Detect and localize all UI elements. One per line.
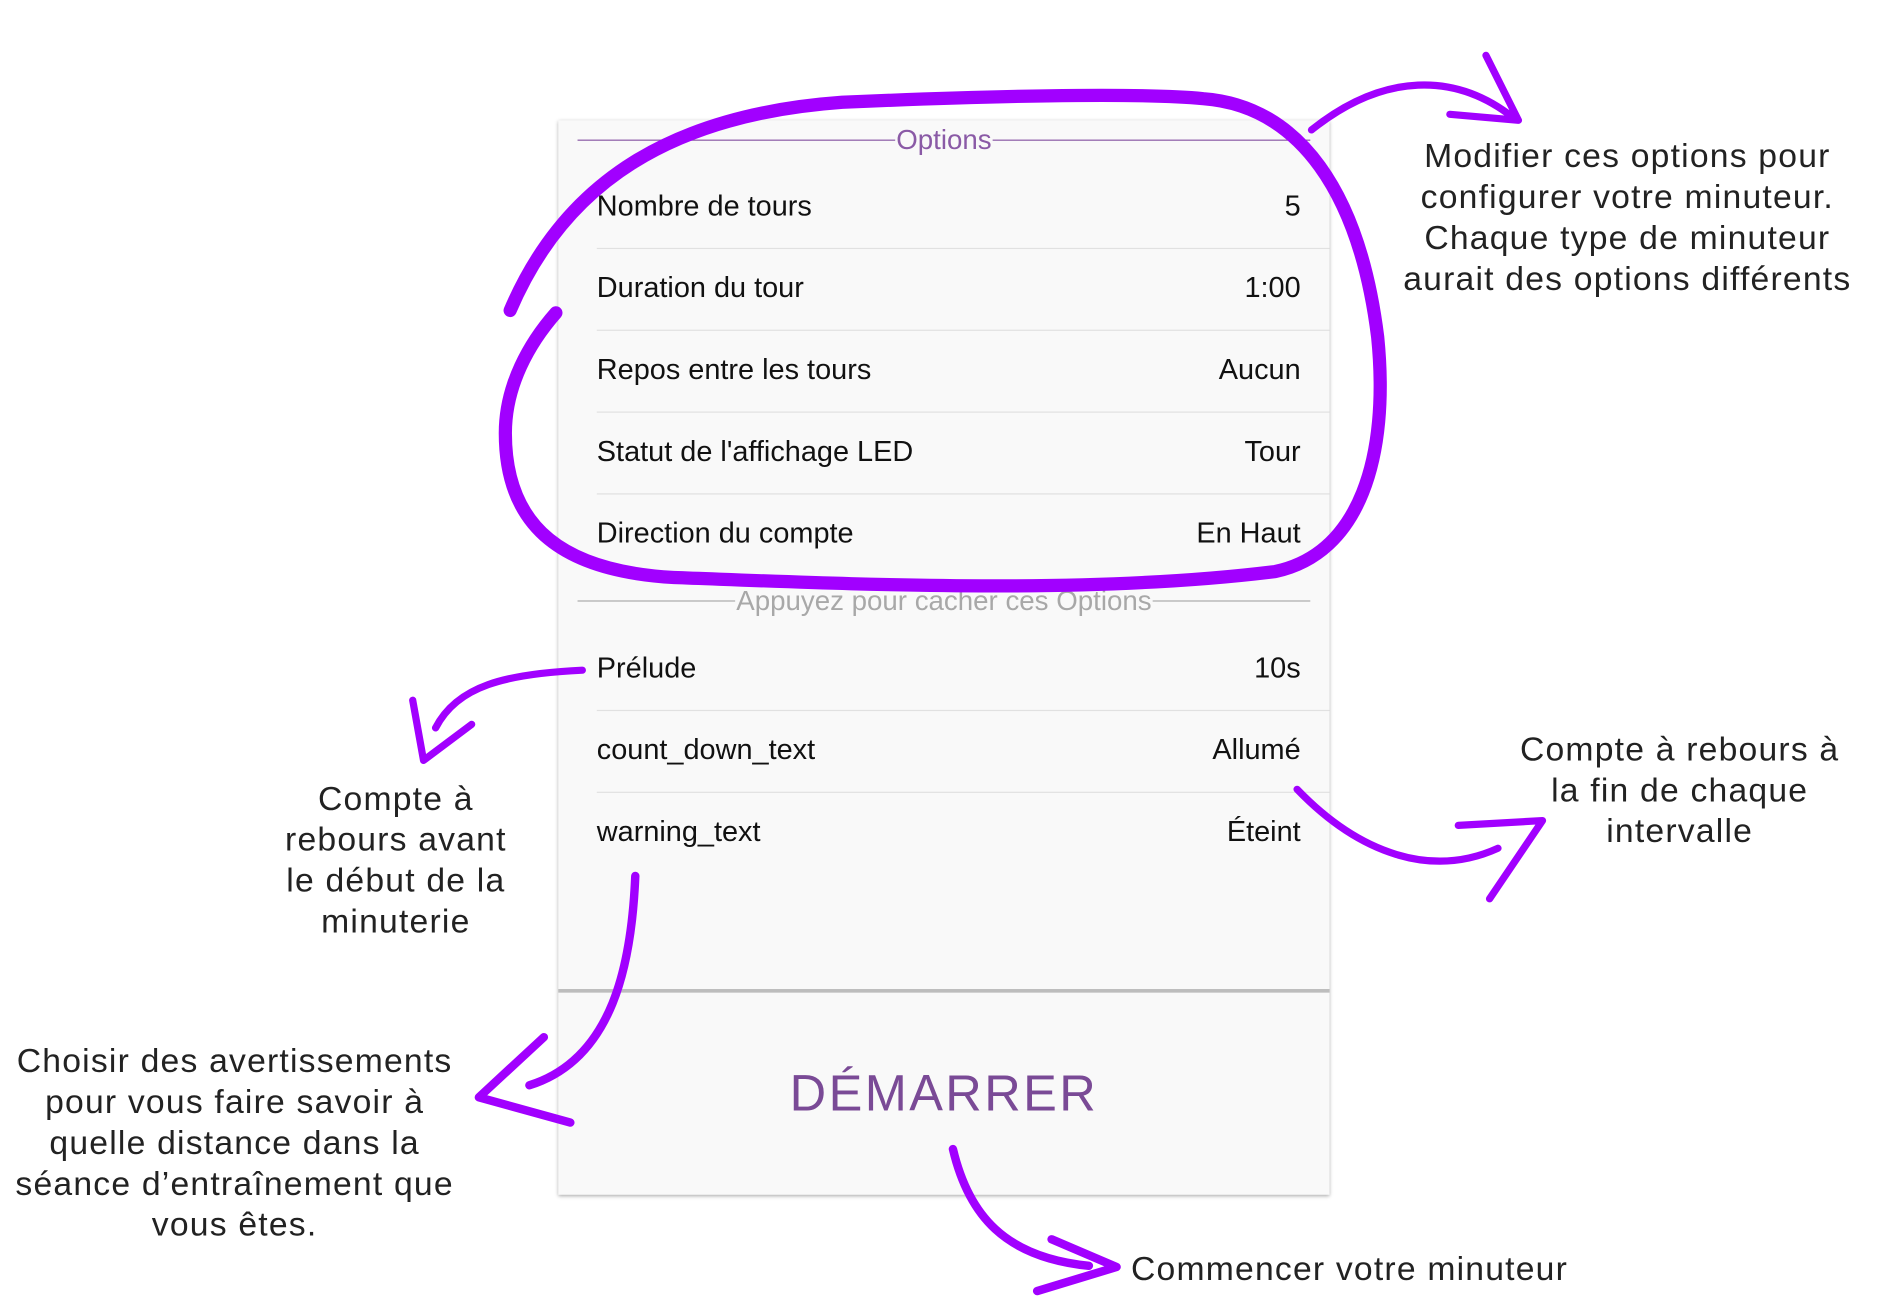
option-value: 1:00 bbox=[1244, 271, 1301, 305]
annotation-options: Modifier ces options pour configurer vot… bbox=[1403, 137, 1852, 298]
option-value: Aucun bbox=[1218, 353, 1301, 387]
option-row-rounds[interactable]: Nombre de tours 5 bbox=[596, 166, 1330, 250]
option-value: Tour bbox=[1244, 435, 1301, 469]
annotation-prelude: Compte à rebours avant le début de la mi… bbox=[285, 779, 507, 940]
option-label: warning_text bbox=[596, 815, 761, 849]
option-value: En Haut bbox=[1196, 517, 1301, 550]
option-value: Éteint bbox=[1226, 815, 1301, 849]
annotation-countdown: Compte à rebours à la fin de chaque inte… bbox=[1519, 730, 1840, 850]
annotation-start: Commencer votre minuteur bbox=[1131, 1250, 1569, 1288]
option-row-led-status[interactable]: Statut de l'affichage LED Tour bbox=[596, 411, 1330, 495]
option-label: Nombre de tours bbox=[596, 190, 812, 223]
option-row-prelude[interactable]: Prélude 10s bbox=[596, 628, 1330, 712]
option-value: Allumé bbox=[1212, 733, 1301, 767]
prelude-arrow-stroke bbox=[409, 666, 586, 765]
options-section-header[interactable]: Options bbox=[577, 122, 1311, 158]
options-section-title: Options bbox=[896, 123, 992, 155]
annotation-warning: Choisir des avertissements pour vous fai… bbox=[15, 1041, 454, 1243]
option-value: 5 bbox=[1284, 190, 1301, 223]
option-row-round-duration[interactable]: Duration du tour 1:00 bbox=[596, 248, 1330, 331]
option-row-countdown[interactable]: count_down_text Allumé bbox=[596, 710, 1330, 793]
option-label: Direction du compte bbox=[596, 517, 854, 550]
hide-options-toggle[interactable]: Appuyez pour cacher ces Options bbox=[577, 582, 1311, 618]
option-label: Statut de l'affichage LED bbox=[596, 435, 914, 469]
option-value: 10s bbox=[1254, 652, 1301, 685]
options-arrow-stroke bbox=[1307, 51, 1523, 134]
start-button-label: DÉMARRER bbox=[789, 1064, 1099, 1122]
option-label: Prélude bbox=[596, 652, 697, 685]
option-label: count_down_text bbox=[596, 733, 816, 767]
option-label: Duration du tour bbox=[596, 271, 804, 305]
option-row-count-direction[interactable]: Direction du compte En Haut bbox=[597, 493, 1330, 575]
start-button[interactable]: DÉMARRER bbox=[558, 989, 1330, 1195]
option-label: Repos entre les tours bbox=[596, 353, 872, 387]
hide-options-label: Appuyez pour cacher ces Options bbox=[736, 584, 1152, 616]
option-row-rest[interactable]: Repos entre les tours Aucun bbox=[596, 330, 1330, 413]
option-row-warning[interactable]: warning_text Éteint bbox=[597, 792, 1330, 874]
timer-options-panel: Options Nombre de tours 5 Duration du tou… bbox=[558, 120, 1330, 1195]
